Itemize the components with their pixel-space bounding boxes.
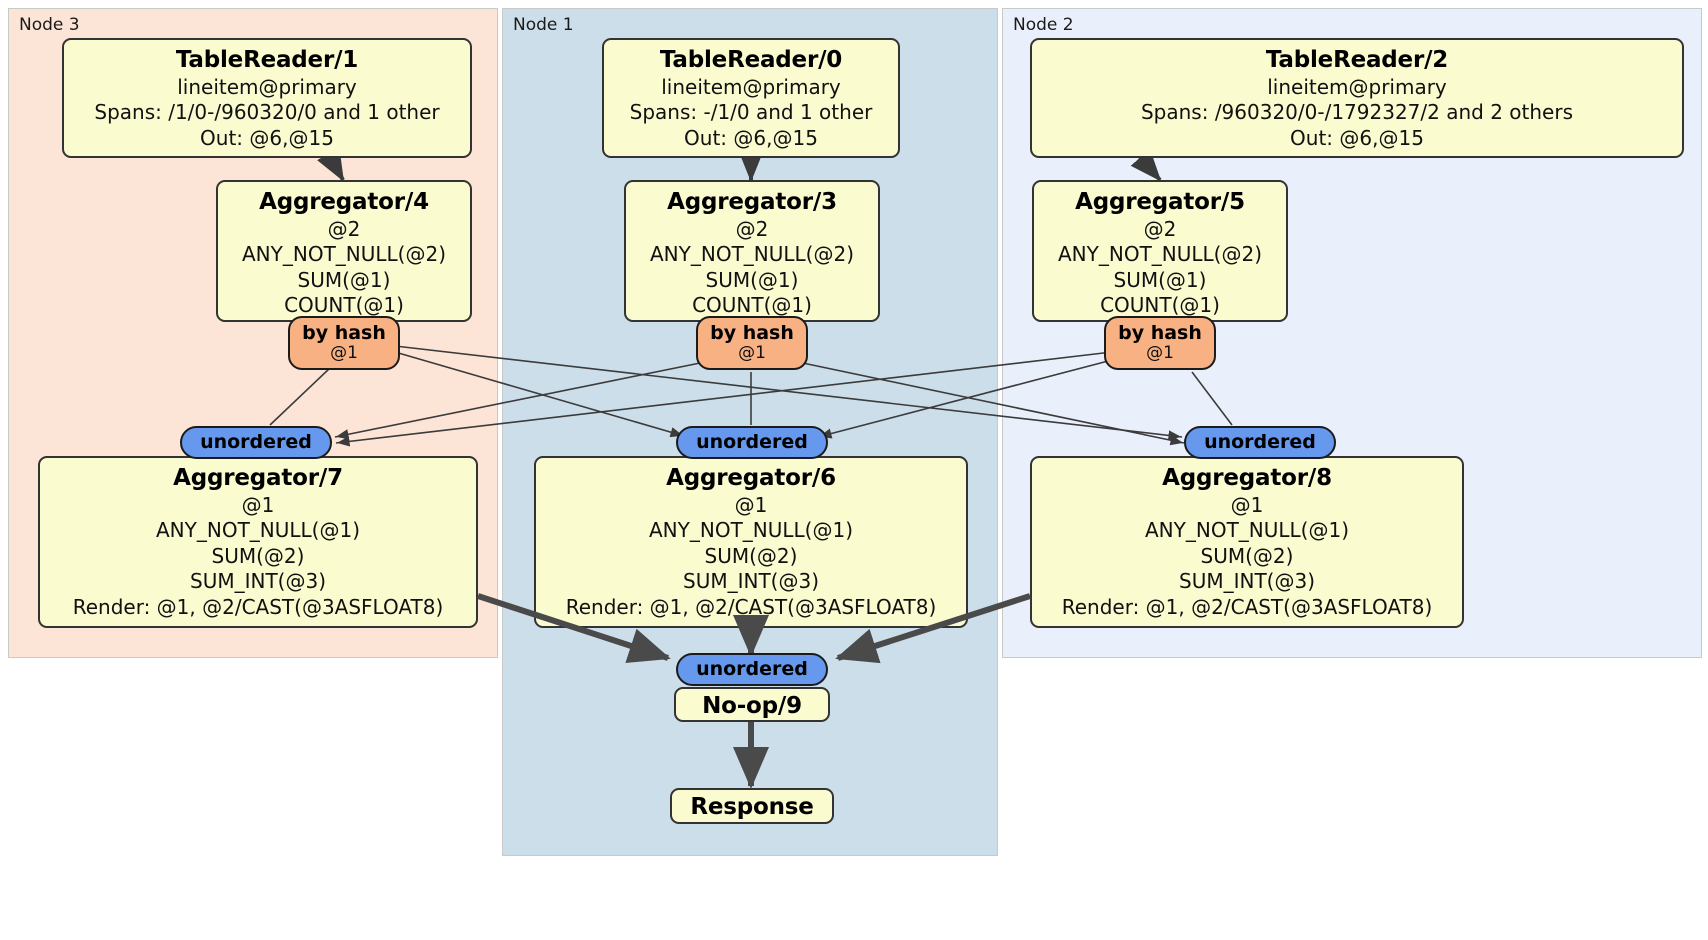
processor-line: lineitem@primary [1267, 74, 1447, 99]
processor-line: ANY_NOT_NULL(@2) [1058, 242, 1262, 267]
processor-table-reader-1[interactable]: TableReader/1 lineitem@primary Spans: /1… [62, 38, 472, 158]
processor-aggregator-6[interactable]: Aggregator/6 @1 ANY_NOT_NULL(@1) SUM(@2)… [534, 456, 968, 628]
processor-render-line: Render: @1, @2/CAST(@3ASFLOAT8) [72, 594, 444, 619]
router-column-label: @1 [330, 343, 358, 364]
router-column-label: @1 [738, 343, 766, 364]
processor-line: SUM(@2) [704, 543, 798, 568]
processor-title: Response [690, 794, 814, 820]
processor-aggregator-5[interactable]: Aggregator/5 @2 ANY_NOT_NULL(@2) SUM(@1)… [1032, 180, 1288, 322]
processor-aggregator-4[interactable]: Aggregator/4 @2 ANY_NOT_NULL(@2) SUM(@1)… [216, 180, 472, 322]
processor-line: ANY_NOT_NULL(@1) [156, 518, 360, 543]
processor-noop-9[interactable]: No-op/9 [674, 687, 830, 722]
router-column-label: @1 [1146, 343, 1174, 364]
router-type-label: by hash [1118, 322, 1202, 345]
sync-type-label: unordered [696, 658, 808, 681]
processor-aggregator-8[interactable]: Aggregator/8 @1 ANY_NOT_NULL(@1) SUM(@2)… [1030, 456, 1464, 628]
processor-line: SUM_INT(@3) [683, 569, 819, 594]
processor-title: Aggregator/8 [1162, 465, 1332, 491]
sync-type-label: unordered [696, 431, 808, 454]
processor-line: COUNT(@1) [1100, 293, 1220, 318]
processor-line: Spans: -/1/0 and 1 other [629, 100, 873, 125]
input-sync-unordered-right[interactable]: unordered [1184, 426, 1336, 459]
processor-line: SUM(@1) [705, 267, 799, 292]
processor-line: lineitem@primary [661, 74, 841, 99]
output-router-by-hash-left[interactable]: by hash @1 [288, 316, 400, 370]
processor-line: ANY_NOT_NULL(@2) [650, 242, 854, 267]
input-sync-unordered-final[interactable]: unordered [676, 653, 828, 686]
router-type-label: by hash [710, 322, 794, 345]
processor-line: SUM(@1) [1113, 267, 1207, 292]
processor-line: Out: @6,@15 [1290, 125, 1424, 150]
processor-line: @2 [327, 216, 361, 241]
processor-title: TableReader/0 [659, 47, 843, 73]
processor-line: @1 [1230, 492, 1264, 517]
input-sync-unordered-center[interactable]: unordered [676, 426, 828, 459]
processor-line: SUM(@2) [1200, 543, 1294, 568]
node-region-label-node2: Node 2 [1013, 15, 1074, 35]
node-region-label-node1: Node 1 [513, 15, 574, 35]
processor-render-line: Render: @1, @2/CAST(@3ASFLOAT8) [565, 594, 937, 619]
processor-line: Spans: /960320/0-/1792327/2 and 2 others [1140, 100, 1573, 125]
processor-line: ANY_NOT_NULL(@1) [1145, 518, 1349, 543]
processor-line: ANY_NOT_NULL(@2) [242, 242, 446, 267]
processor-line: SUM(@2) [211, 543, 305, 568]
output-router-by-hash-right[interactable]: by hash @1 [1104, 316, 1216, 370]
sync-type-label: unordered [1204, 431, 1316, 454]
processor-aggregator-7[interactable]: Aggregator/7 @1 ANY_NOT_NULL(@1) SUM(@2)… [38, 456, 478, 628]
processor-line: Out: @6,@15 [684, 125, 818, 150]
processor-title: No-op/9 [702, 693, 802, 719]
processor-table-reader-2[interactable]: TableReader/2 lineitem@primary Spans: /9… [1030, 38, 1684, 158]
processor-line: SUM(@1) [297, 267, 391, 292]
processor-title: Aggregator/5 [1075, 189, 1245, 215]
processor-aggregator-3[interactable]: Aggregator/3 @2 ANY_NOT_NULL(@2) SUM(@1)… [624, 180, 880, 322]
processor-line: SUM_INT(@3) [190, 569, 326, 594]
processor-line: COUNT(@1) [692, 293, 812, 318]
processor-table-reader-0[interactable]: TableReader/0 lineitem@primary Spans: -/… [602, 38, 900, 158]
processor-line: @2 [735, 216, 769, 241]
processor-line: ANY_NOT_NULL(@1) [649, 518, 853, 543]
processor-render-line: Render: @1, @2/CAST(@3ASFLOAT8) [1061, 594, 1433, 619]
processor-line: SUM_INT(@3) [1179, 569, 1315, 594]
node-region-label-node3: Node 3 [19, 15, 80, 35]
sync-type-label: unordered [200, 431, 312, 454]
output-router-by-hash-center[interactable]: by hash @1 [696, 316, 808, 370]
processor-line: COUNT(@1) [284, 293, 404, 318]
processor-title: Aggregator/7 [173, 465, 343, 491]
processor-line: @1 [241, 492, 275, 517]
processor-line: Spans: /1/0-/960320/0 and 1 other [94, 100, 440, 125]
processor-title: Aggregator/6 [666, 465, 836, 491]
processor-title: Aggregator/4 [259, 189, 429, 215]
processor-line: lineitem@primary [177, 74, 357, 99]
processor-line: @2 [1143, 216, 1177, 241]
processor-title: Aggregator/3 [667, 189, 837, 215]
processor-title: TableReader/2 [1265, 47, 1449, 73]
input-sync-unordered-left[interactable]: unordered [180, 426, 332, 459]
router-type-label: by hash [302, 322, 386, 345]
processor-line: Out: @6,@15 [200, 125, 334, 150]
processor-title: TableReader/1 [175, 47, 359, 73]
processor-line: @1 [734, 492, 768, 517]
processor-response[interactable]: Response [670, 788, 834, 824]
